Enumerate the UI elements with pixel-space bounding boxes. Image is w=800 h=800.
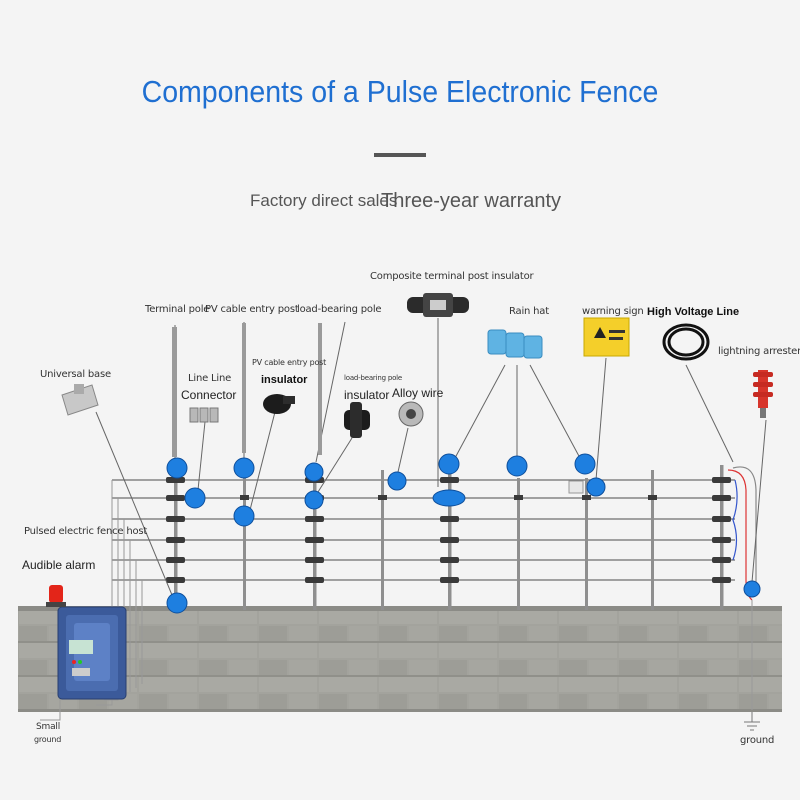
label-small-ground-2: ground	[34, 735, 62, 744]
terminal-pole-icon	[172, 327, 177, 457]
label-pv-cable-entry-post: PV cable entry post	[205, 304, 299, 315]
label-ground: ground	[740, 735, 775, 746]
lb-insulator-icon	[344, 402, 370, 438]
warning-plate-on-fence	[568, 480, 584, 494]
blue-markers	[166, 453, 761, 614]
label-composite-insulator: Composite terminal post insulator	[370, 271, 534, 282]
label-small-ground-1: Small	[36, 722, 60, 732]
label-audible-alarm: Audible alarm	[22, 558, 96, 572]
fence-wires	[112, 479, 735, 581]
load-bearing-pole-icon	[318, 323, 322, 455]
label-load-bearing-pole: load-bearing pole	[297, 304, 382, 315]
pv-insulator-icon	[263, 394, 295, 414]
composite-insulator-icon	[407, 293, 469, 317]
alloy-wire-icon	[398, 401, 424, 427]
label-pv-insulator-1: PV cable entry post	[252, 358, 327, 367]
universal-base-icon	[61, 384, 99, 416]
label-line-connector-1: Line Line	[188, 373, 232, 384]
lightning-arrester-icon	[753, 370, 773, 418]
fence-host-unit	[57, 606, 127, 700]
label-universal-base: Universal base	[40, 369, 111, 380]
label-terminal-pole: Terminal pole	[145, 304, 210, 315]
high-voltage-line-icon	[662, 323, 710, 361]
label-line-connector-2: Connector	[181, 388, 237, 402]
label-host: Pulsed electric fence host	[24, 526, 148, 537]
label-lb-insulator-1: load-bearing pole	[344, 374, 403, 382]
page-title: Components of a Pulse Electronic Fence	[141, 74, 659, 109]
label-lightning-arrester: lightning arrester	[718, 346, 800, 357]
label-pv-insulator-2: insulator	[261, 374, 308, 386]
label-rain-hat: Rain hat	[509, 306, 549, 317]
pointer-lines	[95, 318, 767, 596]
ground-symbol-right	[744, 712, 760, 731]
rain-hat-icon	[487, 329, 543, 359]
pv-cable-entry-post-icon	[242, 323, 246, 453]
label-lb-insulator-2: insulator	[344, 388, 390, 402]
subtitle-warranty: Three-year warranty	[381, 190, 562, 212]
title-divider	[374, 153, 426, 157]
label-high-voltage-line: High Voltage Line	[647, 306, 740, 318]
subtitle-factory: Factory direct sales	[250, 191, 398, 210]
warning-sign-icon	[583, 317, 630, 357]
brick-wall	[18, 606, 782, 712]
audible-alarm-icon	[46, 585, 66, 607]
line-connector-icon	[189, 407, 219, 423]
label-alloy-wire: Alloy wire	[392, 386, 444, 400]
label-warning-sign: warning sign	[582, 306, 644, 317]
